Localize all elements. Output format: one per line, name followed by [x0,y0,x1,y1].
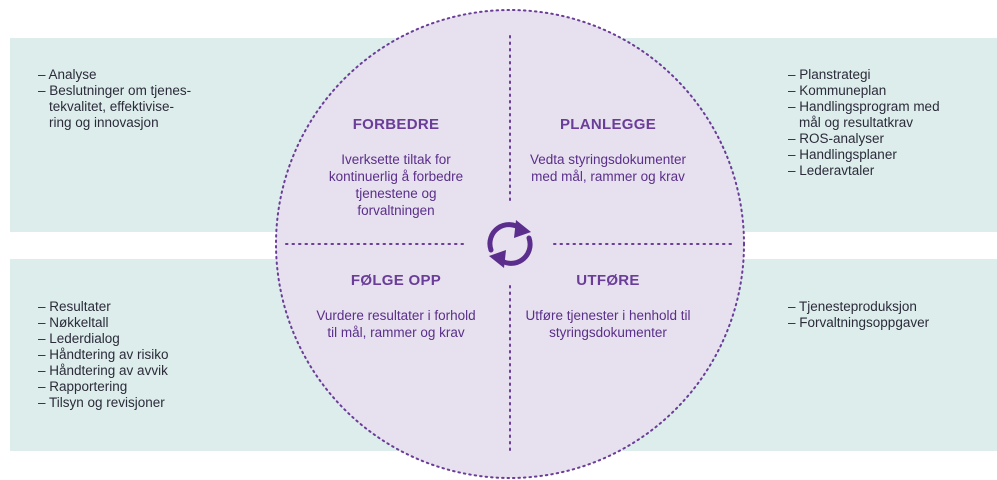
quadrant-text-planlegge: Vedta styringsdokumenter med mål, rammer… [529,152,687,184]
list-item: – Handlingsplaner [788,147,897,162]
list-item: – ROS-analyser [788,131,885,146]
quadrant-text-folge-opp: Vurdere resultater i forhold til mål, ra… [316,308,476,340]
list-item: – Resultater [38,299,111,314]
list-bottom-left: – Resultater – Nøkkeltall – Lederdialog … [38,299,258,411]
list-item: – Planstrategi [788,67,871,82]
list-item: – Håndtering av risiko [38,347,169,362]
list-item: – Lederdialog [38,331,120,346]
list-item: – Beslutninger om tjenes- [38,83,192,98]
quadrant-text-utfore: Utføre tjenester i henhold til styringsd… [525,308,691,340]
quadrant-title-planlegge: PLANLEGGE [559,116,657,133]
list-bottom-right: – Tjenesteproduksjon – Forvaltningsoppga… [788,299,988,331]
list-item: – Kommuneplan [788,83,887,98]
list-item: – Analyse [38,67,97,82]
list-item: mål og resultatkrav [799,115,914,130]
cycle-arrowhead-top [514,220,531,238]
list-item: – Tjenesteproduksjon [788,299,917,314]
list-item: – Håndtering av avvik [38,363,168,378]
cycle-arrowhead-bottom [489,250,506,268]
list-item: tekvalitet, effektivise- [49,99,175,114]
list-item: – Forvaltningsoppgaver [788,315,930,330]
list-item: – Rapportering [38,379,128,394]
list-item: – Tilsyn og revisjoner [38,395,165,410]
quadrant-title-folge-opp: FØLGE OPP [350,272,442,289]
list-top-right: – Planstrategi – Kommuneplan – Handlings… [788,67,988,179]
quadrant-title-utfore: UTFØRE [576,272,640,289]
list-item: – Handlingsprogram med [788,99,940,114]
quadrant-title-forbedre: FORBEDRE [352,116,440,133]
list-item: – Lederavtaler [788,163,875,178]
quadrant-text-forbedre: Iverksette tiltak for kontinuerlig å for… [328,152,464,218]
wheel-circle [275,9,745,479]
list-top-left: – Analyse – Beslutninger om tjenes- tekv… [38,67,258,131]
list-item: ring og innovasjon [49,115,159,130]
list-item: – Nøkkeltall [38,315,109,330]
